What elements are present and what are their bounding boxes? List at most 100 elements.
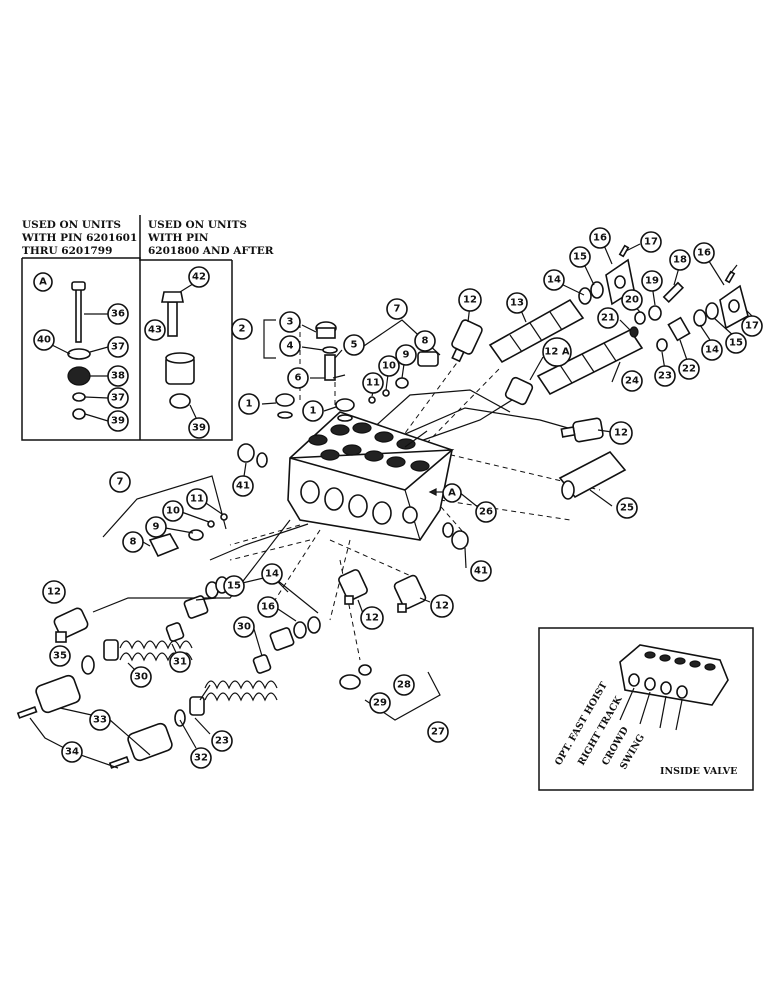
svg-text:18: 18 xyxy=(673,255,687,266)
rubber-isolator xyxy=(67,366,91,386)
callout-29: 29 xyxy=(369,692,391,714)
svg-text:21: 21 xyxy=(601,313,615,324)
callout-36: 36 xyxy=(107,303,129,325)
callout-42: 42 xyxy=(188,266,210,288)
box-header-rule xyxy=(22,257,232,261)
callout-39-right: 39 xyxy=(188,417,210,439)
callout-37-lower: 37 xyxy=(107,387,129,409)
spacer-32 xyxy=(174,709,186,727)
svg-text:40: 40 xyxy=(37,335,51,346)
svg-text:12: 12 xyxy=(614,428,628,439)
o-ring-4 xyxy=(322,346,338,354)
callout-26: 26 xyxy=(475,501,497,523)
nut xyxy=(72,408,86,420)
callout-6: 6 xyxy=(287,367,309,389)
callout-12-top: 12 xyxy=(458,288,482,312)
svg-text:12: 12 xyxy=(365,613,379,624)
hex-nut xyxy=(169,393,191,409)
plug-41-left xyxy=(237,443,255,463)
svg-text:11: 11 xyxy=(366,378,380,389)
callout-40: 40 xyxy=(33,329,55,351)
relief-cap-top xyxy=(417,351,439,367)
callout-17-right: 17 xyxy=(741,315,763,337)
inset-valve-body xyxy=(619,644,729,706)
callout-32: 32 xyxy=(190,747,212,769)
svg-text:34: 34 xyxy=(65,747,79,758)
svg-text:39: 39 xyxy=(192,423,206,434)
inside-valve-inset: OPT. FAST HOIST RIGHT TRACK CROWD SWING … xyxy=(538,627,754,791)
spacer-20 xyxy=(634,311,646,325)
o-ring-14-top xyxy=(578,287,592,305)
callout-41-right: 41 xyxy=(470,560,492,582)
svg-text:2: 2 xyxy=(239,324,246,335)
right-box-title-line2: WITH PIN xyxy=(147,232,209,244)
svg-text:8: 8 xyxy=(422,336,429,347)
callout-5: 5 xyxy=(343,334,365,356)
valve-ports xyxy=(300,422,430,525)
svg-text:16: 16 xyxy=(593,233,607,244)
svg-text:12: 12 xyxy=(463,295,477,306)
spool-13 xyxy=(488,298,585,364)
spring-seat-30-upper xyxy=(103,639,119,661)
spools xyxy=(488,298,644,500)
svg-text:37: 37 xyxy=(111,393,125,404)
left-box-title-line2: WITH PIN 6201601 xyxy=(21,232,137,244)
callout-7-top: 7 xyxy=(386,298,408,320)
spring-assemblies xyxy=(16,576,321,769)
callout-13: 13 xyxy=(506,292,528,314)
callout-10-top: 10 xyxy=(378,355,400,377)
svg-text:10: 10 xyxy=(382,361,396,372)
spring-seat-30-lower xyxy=(189,696,205,716)
spring-31-lower xyxy=(204,692,278,702)
svg-text:23: 23 xyxy=(658,371,672,382)
svg-text:3: 3 xyxy=(287,317,294,328)
callout-15-lower: 15 xyxy=(223,575,245,597)
svg-text:41: 41 xyxy=(236,481,250,492)
callout-22: 22 xyxy=(678,358,700,380)
svg-text:13: 13 xyxy=(510,298,524,309)
fitting-19 xyxy=(648,305,662,321)
svg-text:27: 27 xyxy=(431,727,445,738)
adapter-35 xyxy=(81,655,95,675)
svg-text:24: 24 xyxy=(625,376,639,387)
o-ring-28 xyxy=(358,664,372,676)
callout-9-top: 9 xyxy=(395,344,417,366)
callouts: A 36 40 37 38 37 39 42 43 39 2 3 4 5 6 1… xyxy=(33,227,763,769)
o-ring-21 xyxy=(629,326,639,338)
callout-8-top: 8 xyxy=(414,330,436,352)
svg-text:A: A xyxy=(39,277,47,288)
svg-text:20: 20 xyxy=(625,295,639,306)
callout-37-upper: 37 xyxy=(107,336,129,358)
inset-border xyxy=(538,627,754,791)
callout-4: 4 xyxy=(279,335,301,357)
svg-text:15: 15 xyxy=(729,338,743,349)
callout-16-lower: 16 xyxy=(257,596,279,618)
svg-text:15: 15 xyxy=(227,581,241,592)
callout-15-right: 15 xyxy=(725,332,747,354)
plug-41-right xyxy=(451,530,469,550)
callout-16-right: 16 xyxy=(693,242,715,264)
svg-text:36: 36 xyxy=(111,309,125,320)
left-box-title-line1: USED ON UNITS xyxy=(22,219,121,231)
long-bolt xyxy=(75,287,82,343)
plug-1-right xyxy=(335,398,355,412)
svg-text:31: 31 xyxy=(173,657,187,668)
callout-10-left: 10 xyxy=(162,500,184,522)
svg-text:6: 6 xyxy=(295,373,302,384)
svg-text:16: 16 xyxy=(261,602,275,613)
callout-38: 38 xyxy=(107,365,129,387)
callout-2: 2 xyxy=(231,318,253,340)
svg-text:15: 15 xyxy=(573,252,587,263)
svg-text:37: 37 xyxy=(111,342,125,353)
left-box-title-line3: THRU 6201799 xyxy=(22,245,112,257)
callout-8-left: 8 xyxy=(122,531,144,553)
svg-text:33: 33 xyxy=(93,715,107,726)
callout-11-left: 11 xyxy=(186,488,208,510)
svg-text:19: 19 xyxy=(645,276,659,287)
fitting-5 xyxy=(324,354,336,381)
svg-text:43: 43 xyxy=(148,325,162,336)
callout-14-lower: 14 xyxy=(261,563,283,585)
callout-9-left: 9 xyxy=(145,516,167,538)
housing-33-lower xyxy=(127,722,173,762)
callout-7-left: 7 xyxy=(109,471,131,493)
